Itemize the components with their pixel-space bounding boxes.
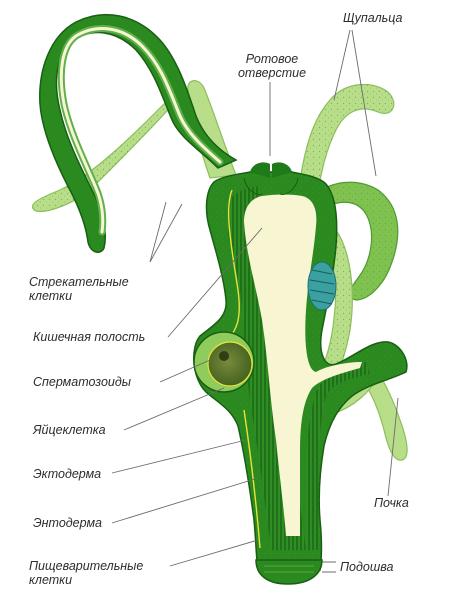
gut-cavity [244, 194, 362, 536]
label-digestive-cells: Пищеварительные клетки [29, 559, 143, 587]
leader-sperm [159, 359, 211, 383]
label-tentacles: Щупальца [343, 11, 403, 25]
testis [307, 261, 337, 311]
label-stinging-cells: Стрекательные клетки [29, 275, 129, 303]
label-mouth-line1: Ротовое [245, 52, 299, 66]
tentacle-section [39, 14, 238, 253]
ovary [193, 331, 255, 393]
tentacle-back-right [299, 83, 399, 385]
label-ectoderm: Эктодерма [33, 467, 102, 481]
label-stinging-line1: Стрекательные [29, 275, 129, 289]
leader-stinging-a [149, 203, 183, 263]
label-gut-cavity: Кишечная полость [33, 330, 146, 344]
label-sole: Подошва [340, 560, 394, 574]
leader-egg [123, 387, 225, 431]
label-digestive-line1: Пищеварительные [29, 559, 144, 573]
leader-bud [387, 397, 399, 497]
leader-endoderm [111, 477, 259, 524]
label-stinging-line2: клетки [29, 289, 73, 303]
leader-stinging-b [149, 201, 167, 263]
label-endoderm: Энтодерма [33, 516, 102, 530]
leader-gut [167, 227, 263, 338]
label-digestive-line2: клетки [29, 573, 73, 587]
hydra-body [193, 162, 408, 571]
leader-tentacles-b [351, 29, 377, 177]
label-bud: Почка [374, 496, 409, 510]
label-mouth-line2: отверстие [237, 66, 307, 80]
label-mouth: Ротовое отверстие [226, 52, 318, 80]
leader-ectoderm [111, 439, 247, 474]
leader-lines [111, 29, 399, 573]
leader-tentacles-a [333, 29, 351, 101]
leader-sole [322, 561, 336, 573]
leader-digestive [169, 539, 259, 567]
foot [255, 559, 323, 585]
label-egg: Яйцеклетка [33, 423, 106, 437]
label-sperm: Сперматозоиды [33, 375, 131, 389]
